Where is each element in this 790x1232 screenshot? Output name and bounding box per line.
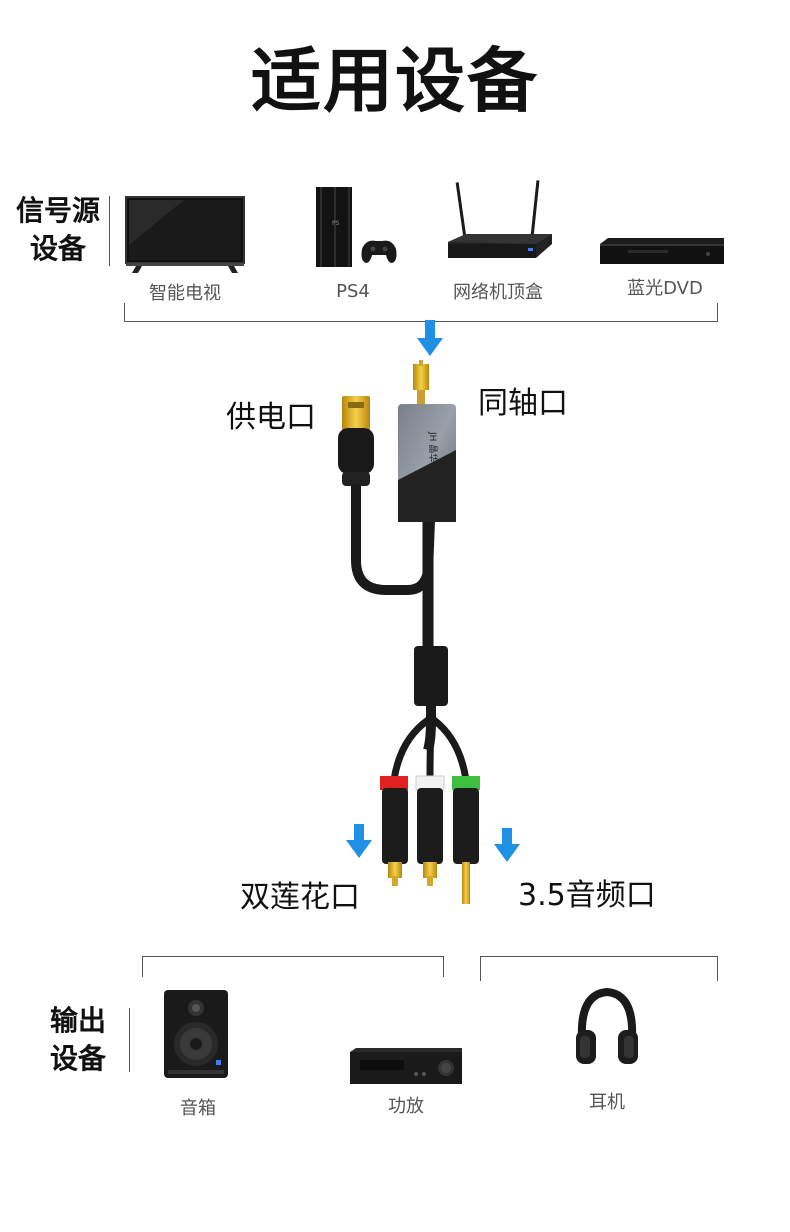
svg-text:PS: PS <box>332 220 340 227</box>
label-rca-port: 双莲花口 <box>240 880 360 915</box>
output-label-line2: 设备 <box>49 1042 106 1075</box>
rca-bracket <box>142 956 444 977</box>
device-label-amplifier: 功放 <box>388 1096 424 1117</box>
device-label-speaker: 音箱 <box>180 1098 216 1119</box>
label-power-port: 供电口 <box>226 400 316 435</box>
headphones-image <box>574 987 640 1072</box>
source-label-line2: 设备 <box>29 232 86 265</box>
speaker-image <box>162 988 230 1080</box>
device-label-tv: 智能电视 <box>149 283 221 304</box>
source-label: 信号源 设备 <box>8 192 108 268</box>
arrow-down-icon <box>417 320 443 358</box>
source-label-line1: 信号源 <box>15 194 100 227</box>
label-coaxial-port: 同轴口 <box>478 386 568 421</box>
dvd-player-image <box>598 234 726 270</box>
settop-box-image <box>444 178 556 272</box>
output-label: 输出 设备 <box>28 1002 128 1078</box>
tv-image <box>124 195 246 275</box>
adapter-brand: JH 晶华 <box>427 431 439 462</box>
ps4-image: PS <box>310 183 400 275</box>
device-label-settop-box: 网络机顶盒 <box>453 282 543 303</box>
arrow-down-icon-aux <box>494 828 520 864</box>
label-aux-port: 3.5音频口 <box>518 878 656 913</box>
device-label-ps4: PS4 <box>336 281 370 302</box>
amplifier-image <box>346 1046 464 1086</box>
adapter-cable-image: JH 晶华 <box>320 360 520 910</box>
output-divider <box>129 1008 130 1072</box>
page-title: 适用设备 <box>251 40 539 122</box>
arrow-down-icon-rca <box>346 824 372 860</box>
source-divider <box>109 196 110 266</box>
output-label-line1: 输出 <box>49 1004 106 1037</box>
aux-bracket <box>480 956 718 981</box>
device-label-dvd: 蓝光DVD <box>627 278 703 299</box>
device-label-headphones: 耳机 <box>589 1092 625 1113</box>
source-bracket <box>124 303 718 322</box>
